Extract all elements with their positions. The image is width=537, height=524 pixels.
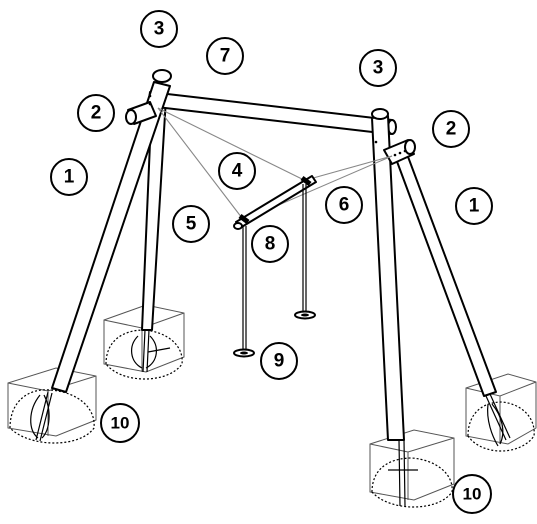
callout-label: 5 (186, 214, 197, 235)
callout-9: 9 (260, 342, 298, 380)
callout-label: 10 (111, 414, 130, 433)
anchor-rods (35, 329, 511, 507)
callout-1-left: 1 (50, 158, 88, 196)
foundation-box-back-left (103, 304, 185, 380)
connector-left (125, 94, 157, 125)
leg-front-right (371, 108, 405, 441)
callout-label: 6 (339, 195, 350, 216)
callout-label: 10 (463, 485, 482, 504)
callout-label: 9 (274, 351, 285, 372)
swing-seat (233, 175, 317, 230)
callout-2-left: 2 (77, 94, 115, 132)
callout-3-left: 3 (140, 10, 178, 48)
callout-label: 1 (469, 196, 480, 217)
callout-5: 5 (172, 205, 210, 243)
callout-4: 4 (218, 152, 256, 190)
callout-7: 7 (206, 37, 244, 75)
callout-10-left: 10 (100, 403, 140, 443)
callout-10-right: 10 (452, 474, 492, 514)
leg-front-left (51, 69, 172, 393)
leg-back-right (391, 145, 497, 397)
foundation-box-back-right (465, 373, 537, 452)
callout-label: 3 (154, 19, 165, 40)
callout-label: 1 (64, 167, 75, 188)
connector-right (374, 139, 416, 165)
top-crossbeam (147, 91, 397, 135)
callout-label: 2 (91, 103, 102, 124)
callout-6: 6 (325, 186, 363, 224)
callout-label: 4 (232, 161, 243, 182)
seat-posts (233, 184, 316, 358)
foundation-box-front-right (369, 429, 455, 508)
callout-2-right: 2 (432, 110, 470, 148)
callout-label: 2 (446, 119, 457, 140)
callout-1-right: 1 (455, 187, 493, 225)
callout-label: 3 (373, 58, 384, 79)
foundation-box-front-left (7, 367, 97, 444)
callout-label: 8 (265, 234, 276, 255)
callout-label: 7 (220, 46, 231, 67)
callout-8: 8 (251, 225, 289, 263)
callout-3-right: 3 (359, 49, 397, 87)
